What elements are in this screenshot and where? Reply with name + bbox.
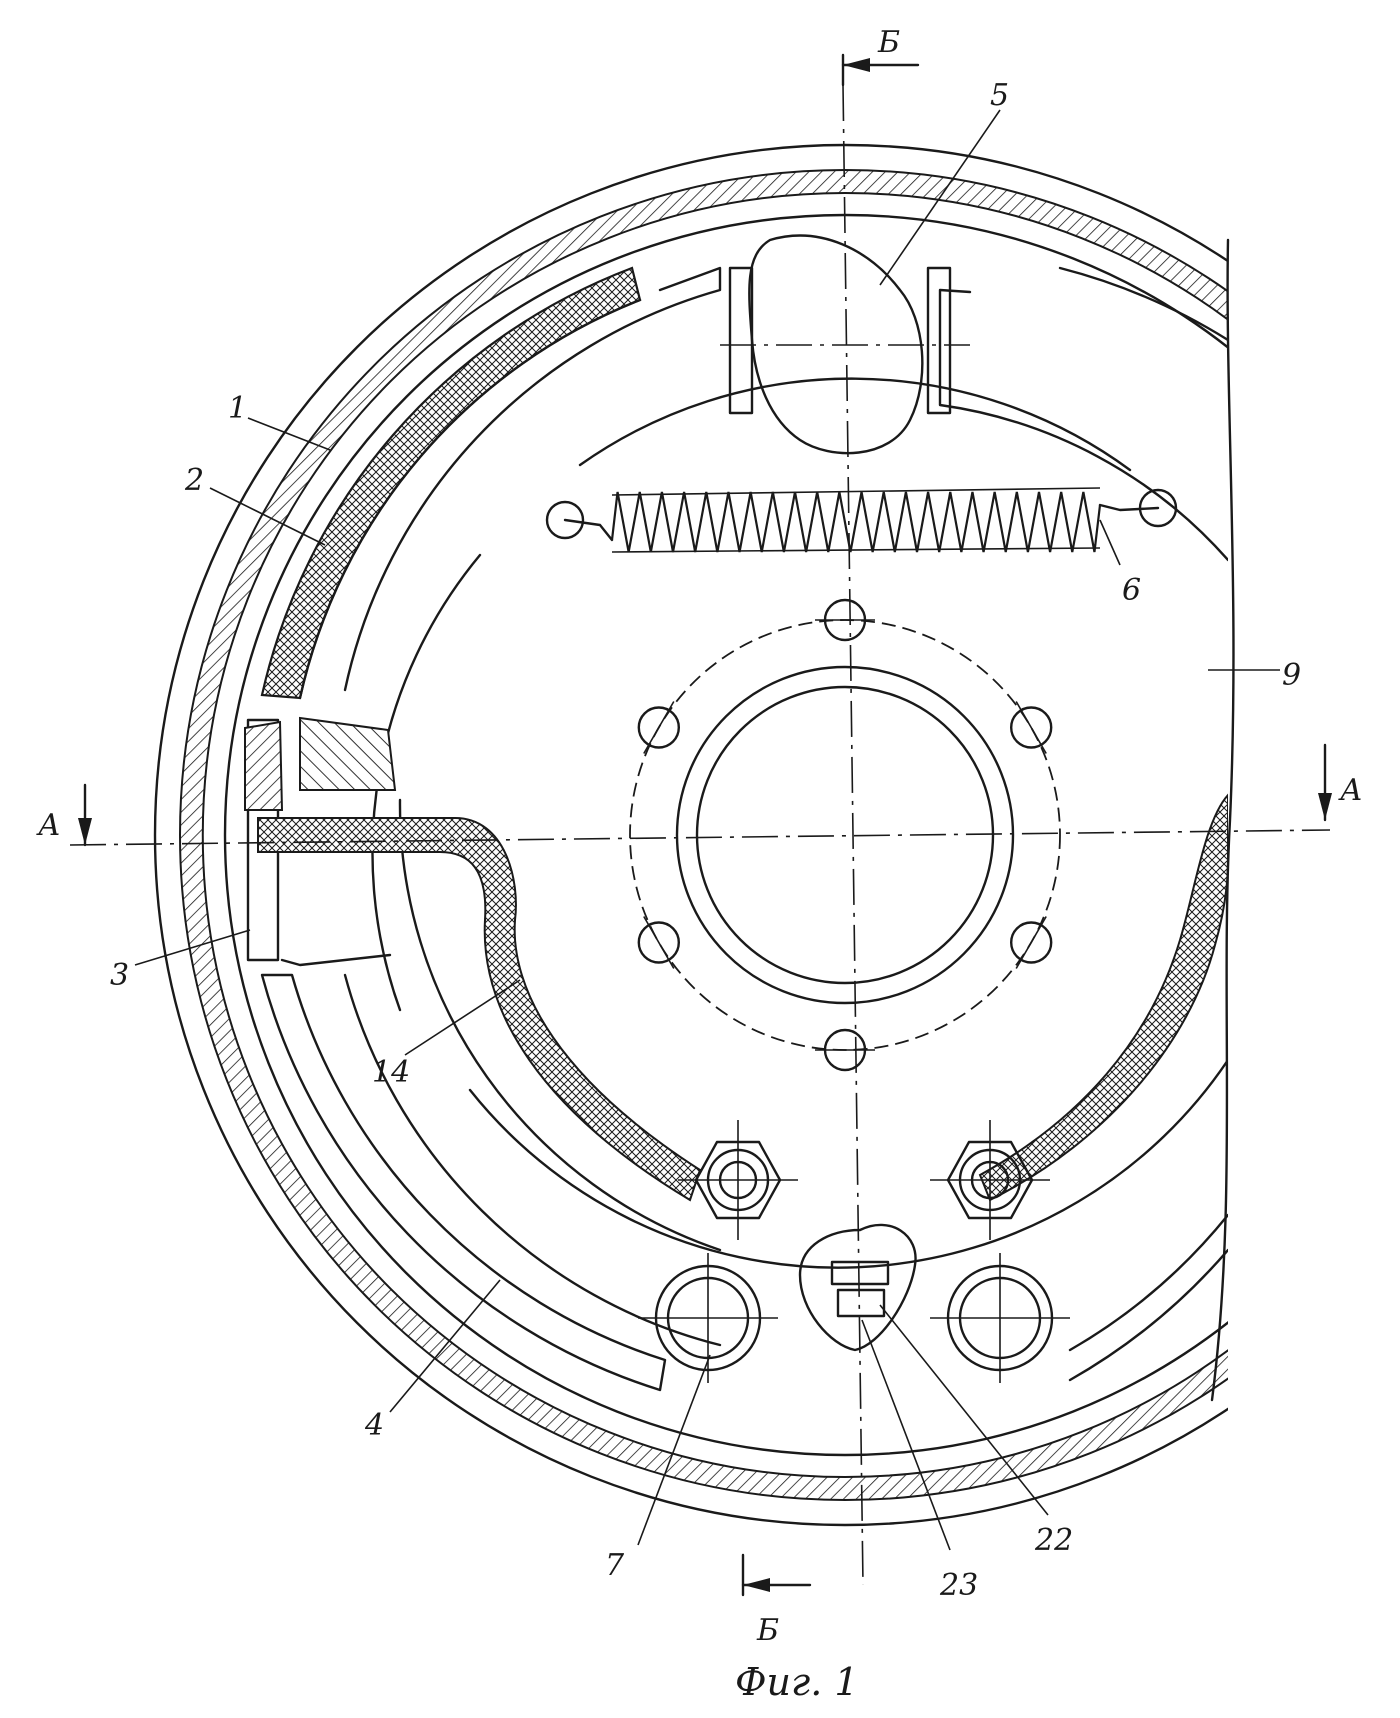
axis-horizontal: [69, 829, 1331, 846]
shoe-web-upper-right: [938, 288, 1228, 562]
hub-bolts: [637, 598, 1053, 1072]
label-part-22: 22: [1034, 1523, 1073, 1558]
hub-flange: [675, 665, 1015, 1005]
label-part-7: 7: [605, 1548, 625, 1583]
spring-envelope: [611, 487, 1101, 496]
spring-hook-right: [1098, 503, 1160, 512]
part-labels: 1 2 3 4 5 6 7 9 14 22 23: [110, 78, 1301, 1603]
section-label-right: А: [1338, 773, 1363, 808]
leader-line: [861, 1319, 951, 1551]
section-label-bottom: Б: [756, 1613, 779, 1648]
cable-guide-left: [257, 817, 702, 1202]
leader-line: [134, 929, 251, 966]
shoe-rim-lower-right: [1068, 1248, 1228, 1382]
leader-line: [879, 109, 1001, 286]
wheel-cylinder-cam: [748, 234, 924, 455]
cable-guide-right: [978, 793, 1228, 1202]
leader-line: [1099, 519, 1121, 566]
bolt-centerline: [1015, 916, 1047, 969]
shoe-web-lower-right: [1068, 1213, 1228, 1352]
drum-wall-hatched: [179, 168, 1228, 1502]
break-line: [1210, 238, 1235, 1402]
outer-cover-outline: [154, 144, 1228, 1526]
spring-hook-left: [563, 518, 614, 542]
eccentric-bolt: [830, 1260, 890, 1286]
bolt-centerline: [643, 701, 675, 754]
label-part-3: 3: [110, 958, 129, 993]
adjuster-studs: [638, 1120, 1070, 1383]
leader-line: [404, 979, 521, 1056]
axis-vertical: [842, 84, 864, 1586]
section-label-left: А: [36, 808, 61, 843]
label-part-1: 1: [228, 391, 247, 426]
shoe-web-lower-left: [343, 973, 722, 1347]
drum-assembly: [154, 144, 1228, 1526]
figure-caption: Фиг. 1: [735, 1660, 859, 1704]
hub-bolt-hole: [1009, 921, 1053, 964]
anchor-block-hatched: [244, 720, 284, 811]
bolt-centerline: [643, 916, 675, 969]
shoe-inner-edge-left: [398, 798, 722, 1252]
backing-plate-top: [578, 377, 1132, 472]
shoe-rim-lower-left: [260, 973, 667, 1392]
anchor-lower-plate: [280, 953, 392, 967]
anchor-wedge: [299, 716, 397, 791]
shoe-rim-upper-left: [298, 298, 642, 700]
bolt-centerline: [1015, 701, 1047, 754]
leader-line: [879, 1304, 1049, 1516]
label-part-5: 5: [990, 78, 1009, 113]
leader-line: [247, 417, 331, 451]
label-part-6: 6: [1122, 573, 1141, 608]
eccentric-nut: [836, 1288, 886, 1318]
eccentric-body: [798, 1223, 917, 1352]
label-part-14: 14: [372, 1055, 410, 1090]
leader-line: [389, 1279, 501, 1413]
label-part-23: 23: [939, 1568, 978, 1603]
section-label-top: Б: [877, 25, 900, 60]
return-spring-coils: [610, 491, 1102, 553]
shoe-web-upper-left: [343, 266, 722, 692]
section-arrow-top: Б: [841, 25, 920, 87]
leader-line: [637, 1354, 711, 1546]
section-arrow-bottom: Б: [741, 1553, 812, 1648]
hub-bolt-hole: [637, 921, 681, 964]
cylinder-guide-right: [926, 266, 952, 415]
backing-plate-lower: [468, 1058, 1228, 1269]
spring-pin-left: [545, 500, 585, 540]
label-part-4: 4: [364, 1408, 384, 1443]
hub-bolt-hole: [1009, 706, 1053, 749]
label-part-2: 2: [184, 463, 204, 498]
hub-bore: [695, 685, 995, 985]
spring-envelope: [611, 547, 1101, 553]
hub-bolt-hole: [637, 706, 681, 749]
shoe-rim-upper-right: [1058, 266, 1228, 342]
label-part-9: 9: [1282, 658, 1301, 693]
section-arrow-left: А: [36, 783, 92, 847]
leader-line: [209, 487, 326, 546]
section-arrow-right: А: [1318, 743, 1363, 822]
